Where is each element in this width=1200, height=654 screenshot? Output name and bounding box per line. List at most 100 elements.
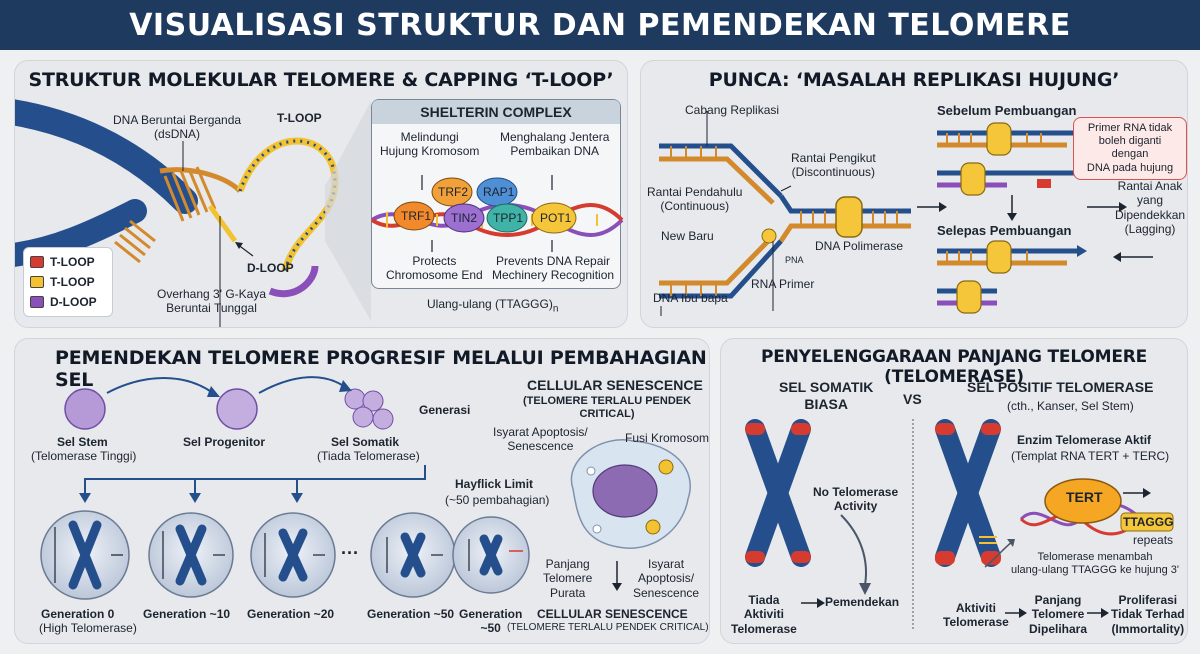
generation-10-label: Generation ~10 (143, 607, 231, 621)
panel-progressive-shortening: PEMENDEKAN TELOMERE PROGRESIF MELALUI PE… (14, 338, 710, 644)
somatic-title: SEL SOMATIK BIASA (779, 379, 874, 412)
daughter-label: Rantai Anak yang Dipendekkan (Lagging) (1115, 179, 1186, 237)
protein-rap1: RAP1 (483, 185, 515, 199)
positive-title: SEL POSITIF TELOMERASE (967, 379, 1154, 395)
panel-telomerase: PENYELENGGARAAN PANJANG TELOMERE (TELOME… (720, 338, 1188, 644)
arrow-down-before-after (1007, 195, 1017, 221)
arrow-to-maintained (1005, 608, 1027, 618)
shortening-label: Pemendekan (825, 595, 900, 609)
repeats-label: repeats (1133, 533, 1174, 547)
generasi-label: Generasi (419, 403, 471, 417)
ttaggg-label: TTAGGG (1123, 515, 1174, 529)
tert-label: TERT (1066, 489, 1103, 505)
title-bar: VISUALISASI STRUKTUR DAN PEMENDEKAN TELO… (0, 0, 1200, 50)
maintained-label: Panjang Telomere Dipelihara (1029, 593, 1088, 636)
panel-end-replication: PUNCA: ‘MASALAH REPLIKASI HUJUNG’ Cabang… (640, 60, 1188, 328)
column-divider (912, 419, 914, 629)
generation-20-label: Generation ~20 (247, 607, 335, 621)
zoom-lines (325, 101, 371, 321)
shelterin-top-right: Menghalang Jentera Pembaikan DNA (500, 130, 610, 159)
primer-callout: Primer RNA tidak boleh diganti dengan DN… (1073, 117, 1187, 180)
enzyme-title: Enzim Telomerase Aktif (1017, 433, 1152, 447)
generation-cell (250, 512, 336, 598)
legend: T-LOOP T-LOOP D-LOOP (23, 247, 113, 317)
shelterin-bottom-right: Prevents DNA Repair Mechinery Recognitio… (492, 254, 615, 283)
legend-item: T-LOOP (30, 272, 106, 292)
arrow-to-proliferation (1087, 608, 1109, 618)
dsdna-label: DNA Beruntai Berganda (dsDNA) (113, 113, 242, 142)
senescence-bottom: CELLULAR SENESCENCE (537, 607, 688, 621)
fusion-label: Fusi Kromosom (625, 431, 710, 445)
legend-swatch (30, 276, 44, 288)
protein-tin2: TIN2 (451, 211, 478, 225)
generation-0-label: Generation 0 (41, 607, 115, 621)
positive-chromosome (935, 419, 1001, 567)
senescence-title: CELLULAR SENESCENCE (527, 377, 703, 393)
cell-lineage (64, 376, 394, 430)
no-activity-arrow (840, 514, 871, 595)
somatic-chromosome (745, 419, 811, 567)
dloop-label: D-LOOP (247, 261, 294, 275)
tloop-label: T-LOOP (277, 111, 322, 125)
proliferation-label: Proliferasi Tidak Terhad (Immortality) (1111, 593, 1185, 636)
leading-label: Rantai Pendahulu (Continuous) (647, 185, 743, 214)
shelterin-box: SHELTERIN COMPLEX Melindungi Hujung Krom… (370, 99, 624, 289)
cell-somatic-label: Sel Somatik (331, 435, 400, 449)
no-activity-label: No Telomerase Activity (813, 485, 899, 514)
protein-pot1: POT1 (540, 211, 572, 225)
hayflick-cell (452, 516, 530, 594)
legend-item: D-LOOP (30, 292, 106, 312)
legend-swatch (30, 256, 44, 268)
generation-cells (40, 510, 456, 600)
senescent-cell (570, 439, 691, 549)
repeat-label: Ulang-ulang (TTAGGG)n (427, 297, 559, 315)
signal-label: Isyarat Apoptosis/ Senescence (493, 425, 588, 454)
legend-item: T-LOOP (30, 252, 106, 272)
shelterin-top-left: Melindungi Hujung Kromosom (380, 130, 480, 159)
after-strands (937, 240, 1087, 314)
arrow-to-shortening (801, 598, 825, 608)
generation-0-sub: (High Telomerase) (39, 621, 137, 635)
lagging-label: Rantai Pengikut (Discontinuous) (791, 151, 876, 180)
protein-trf1: TRF1 (401, 209, 431, 223)
cell-stem-label: Sel Stem (57, 435, 108, 449)
protein-tpp1: TPP1 (493, 211, 524, 225)
senescence-bottom-sub: (TELOMERE TERLALU PENDEK CRITICAL) (507, 622, 709, 633)
before-strands (937, 122, 1087, 196)
arrow-daughter-return (1113, 252, 1153, 262)
primer-label: RNA Primer (751, 277, 815, 291)
generation-cell (148, 512, 234, 598)
after-label: Selepas Pembuangan (937, 223, 1072, 238)
before-label: Sebelum Pembuangan (937, 103, 1077, 118)
enzyme-sub: (Templat RNA TERT + TERC) (1011, 449, 1170, 463)
positive-sub: (cth., Kanser, Sel Stem) (1007, 399, 1134, 413)
overhang-label: Overhang 3' G-Kaya Beruntai Tunggal (157, 287, 267, 316)
telomerase-enzyme (1019, 478, 1174, 536)
cell-somatic-sub: (Tiada Telomerase) (317, 449, 420, 463)
generation-50-label: Generation ~50 (367, 607, 455, 621)
activity-bottom: Aktiviti Telomerase (943, 601, 1009, 630)
panel-structure: STRUKTUR MOLEKULAR TELOMERE & CAPPING ‘T… (14, 60, 628, 328)
senescence-down-arrow (612, 561, 622, 591)
shelterin-proteins (393, 177, 577, 234)
lineage-to-generations (79, 465, 426, 503)
generation-dots: ··· (341, 543, 359, 563)
adds-label: Telomerase menambah ulang-ulang TTAGGG k… (1011, 551, 1180, 577)
panel-telomerase-heading: PENYELENGGARAAN PANJANG TELOMERE (TELOME… (760, 347, 1148, 387)
generation-cell (370, 512, 456, 598)
hayflick-sub: (~50 pembahagian) (445, 493, 550, 507)
shelterin-title: SHELTERIN COMPLEX (372, 100, 620, 124)
legend-swatch (30, 296, 44, 308)
generation-50-final-label: Generation ~50 (459, 607, 523, 636)
shelterin-bottom-left: Protects Chromosome End (386, 254, 483, 283)
senescence-sub: (TELOMERE TERLALU PENDEK CRITICAL) (523, 395, 692, 421)
panel-progressive-heading: PEMENDEKAN TELOMERE PROGRESIF MELALUI PE… (55, 347, 707, 391)
hayflick-label: Hayflick Limit (455, 477, 534, 491)
no-activity-bottom: Tiada Aktiviti Telomerase (731, 593, 797, 636)
adds-arrow (984, 539, 1015, 568)
vs-label: VS (903, 391, 922, 407)
polymerase-label: DNA Polimerase (815, 239, 904, 253)
fork-label: Cabang Replikasi (685, 103, 780, 117)
short-telomere-label: Panjang Telomere Purata (543, 557, 593, 600)
signal2-label: Isyarat Apoptosis/ Senescence (633, 557, 700, 600)
